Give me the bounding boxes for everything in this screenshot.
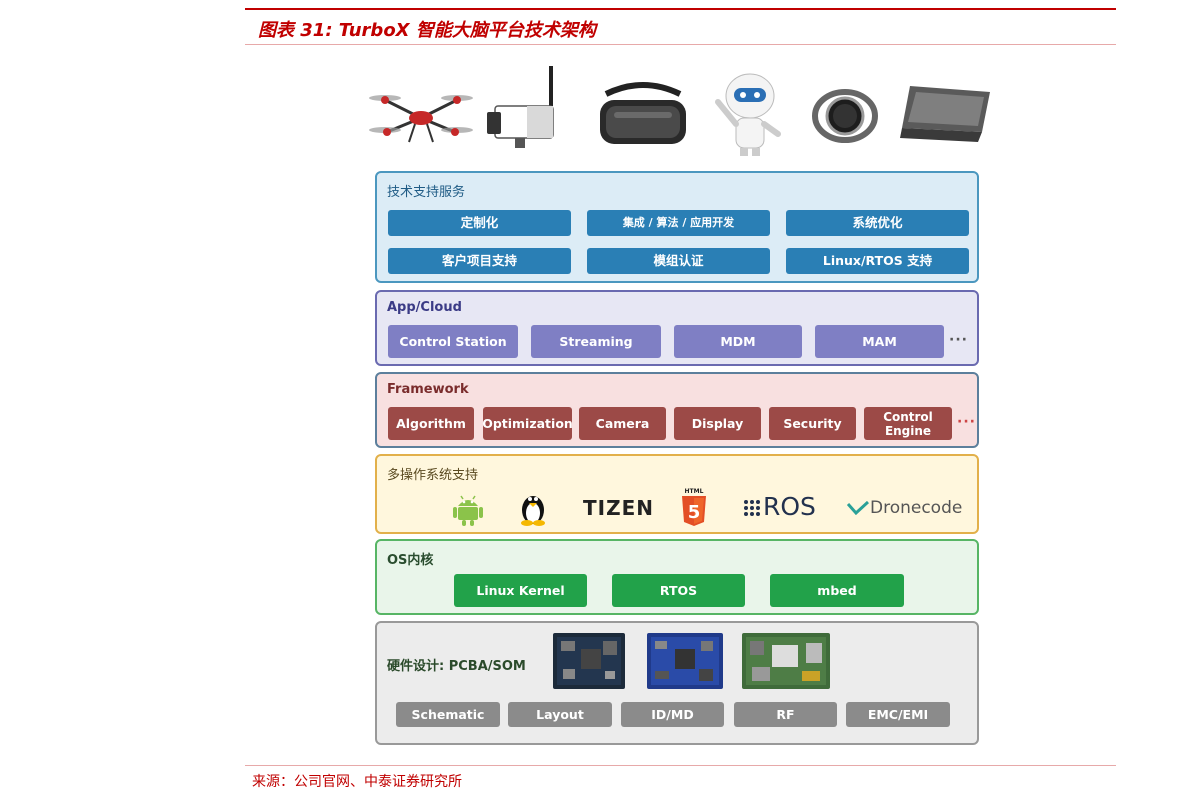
bottom-rule (245, 765, 1116, 766)
optimization-item: Optimization (482, 407, 573, 440)
security-item: Security (769, 407, 856, 440)
smartwatch-icon (812, 89, 878, 143)
pcba-board-icon (647, 633, 723, 689)
app-cloud-layer: App/Cloud Control Station Streaming MDM … (375, 290, 979, 366)
top-rule (245, 8, 1116, 10)
module-certification-item: 模组认证 (587, 248, 770, 274)
linux-tux-icon (521, 496, 545, 526)
streaming-item: Streaming (531, 325, 661, 358)
robot-icon (715, 73, 781, 156)
schematic-item: Schematic (396, 702, 500, 727)
mbed-item: mbed (770, 574, 904, 607)
tech-support-layer: 技术支持服务 定制化 集成 / 算法 / 应用开发 系统优化 客户项目支持 模组… (375, 171, 979, 283)
module-board-icon (742, 633, 830, 689)
rf-item: RF (734, 702, 837, 727)
ip-camera-icon (487, 66, 554, 148)
framework-title: Framework (387, 382, 469, 397)
hardware-layer: 硬件设计: PCBA/SOM Schematic Layout ID/MD RF… (375, 621, 979, 745)
system-optimization-item: 系统优化 (786, 210, 969, 236)
customization-item: 定制化 (388, 210, 571, 236)
source-note: 来源：公司官网、中泰证券研究所 (252, 774, 462, 790)
hardware-title: 硬件设计: PCBA/SOM (387, 659, 526, 674)
app-cloud-title: App/Cloud (387, 300, 462, 315)
title-rule (245, 44, 1116, 45)
mam-item: MAM (815, 325, 944, 358)
html5-logo: HTML 5 (682, 488, 706, 526)
linux-kernel-item: Linux Kernel (454, 574, 587, 607)
android-icon (453, 495, 483, 526)
som-board-icon (553, 633, 625, 689)
os-support-layer: 多操作系统支持 TIZEN HTML 5 ROS Dronecode (375, 454, 979, 534)
linux-rtos-support-item: Linux/RTOS 支持 (786, 248, 969, 274)
html5-logo-label: HTML (685, 488, 704, 495)
framework-layer: Framework Algorithm Optimization Camera … (375, 372, 979, 448)
figure-title: 图表 31: TurboX 智能大脑平台技术架构 (258, 20, 596, 41)
emc-emi-item: EMC/EMI (846, 702, 950, 727)
id-md-item: ID/MD (621, 702, 724, 727)
html5-logo-number: 5 (688, 502, 701, 523)
os-support-title: 多操作系统支持 (387, 468, 479, 483)
drone-icon (369, 95, 473, 143)
tablet-icon (900, 86, 990, 142)
control-engine-item: Control Engine (864, 407, 952, 440)
customer-project-support-item: 客户项目支持 (388, 248, 571, 274)
tizen-logo: TIZEN (583, 496, 654, 520)
os-kernel-layer: OS内核 Linux Kernel RTOS mbed (375, 539, 979, 615)
dronecode-check-icon (847, 501, 869, 515)
dronecode-logo: Dronecode (870, 498, 963, 518)
mdm-item: MDM (674, 325, 802, 358)
display-item: Display (674, 407, 761, 440)
algorithm-item: Algorithm (388, 407, 474, 440)
integration-algorithm-app-dev-item: 集成 / 算法 / 应用开发 (587, 210, 770, 236)
camera-item: Camera (579, 407, 666, 440)
ros-logo: ROS (763, 492, 816, 521)
ros-dots-icon (744, 500, 760, 516)
app-cloud-more-ellipsis: ··· (949, 332, 968, 348)
tech-support-title: 技术支持服务 (387, 185, 466, 200)
control-station-item: Control Station (388, 325, 518, 358)
os-kernel-title: OS内核 (387, 553, 434, 568)
rtos-item: RTOS (612, 574, 745, 607)
layout-item: Layout (508, 702, 612, 727)
vr-headset-icon (600, 82, 686, 144)
framework-more-ellipsis: ··· (957, 414, 976, 430)
